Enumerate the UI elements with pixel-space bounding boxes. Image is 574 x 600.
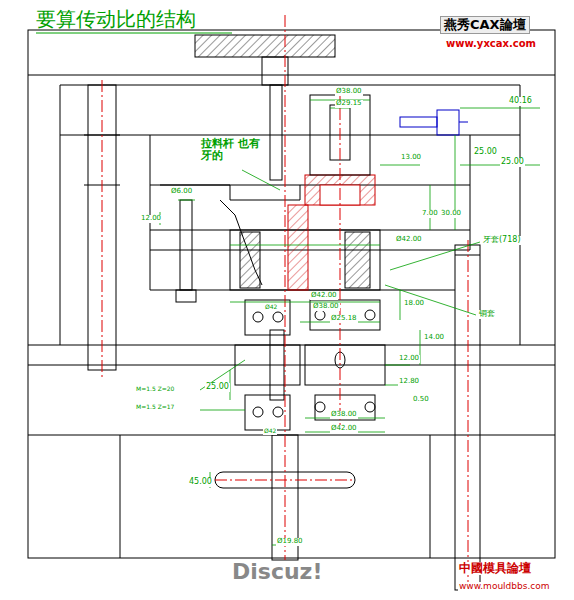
dimension: 18.00	[403, 300, 425, 308]
dimension: Ø29.15	[335, 100, 363, 108]
watermark-url: www.yxcax.com	[445, 38, 537, 49]
watermark: 中國模具論壇	[458, 562, 532, 575]
dimension: 12.00	[140, 215, 162, 223]
dimension: Ø42	[263, 428, 277, 435]
dimension: Ø25.18	[330, 315, 358, 323]
part-name: 铜套	[478, 310, 496, 319]
dimension: 45.00	[188, 478, 213, 487]
dimension: 25.00	[473, 148, 498, 157]
dimension: Ø42.00	[330, 425, 358, 433]
dimension: 13.00	[400, 154, 422, 162]
dimension: Ø42.00	[395, 236, 423, 244]
dimension: 25.00	[500, 158, 525, 167]
dimension: 30.00	[440, 210, 462, 218]
drawing-title: 要算传动比的结构	[36, 8, 196, 30]
dimension: 14.00	[423, 334, 445, 342]
callout-note: 拉料杆 也有牙的	[200, 138, 264, 162]
dimension: Ø6.00	[170, 188, 193, 196]
gear-note: M=1.5 Z=17	[135, 404, 175, 411]
dimension: Ø38.00	[335, 88, 363, 96]
gear-note: M=1.5 Z=20	[135, 386, 175, 393]
dimension: 0.50	[412, 396, 430, 404]
dimension: 25.00	[205, 383, 230, 392]
watermark: Discuz!	[232, 560, 322, 584]
dimension: Ø42.00	[310, 292, 338, 300]
dimension: 12.00	[398, 355, 420, 363]
dimension: 40.16	[508, 97, 533, 106]
dimension: Ø42	[264, 304, 278, 311]
dimension: Ø38.00	[312, 303, 340, 311]
watermark-url: www.mouldbbs.com	[458, 582, 551, 592]
dimension: 12.80	[398, 378, 420, 386]
dimension: Ø19.80	[276, 538, 304, 546]
watermark: 燕秀CAX論壇	[440, 16, 530, 34]
dimension: Ø38.00	[330, 411, 358, 419]
dimension: 7.00	[421, 210, 439, 218]
part-name: 牙套(718)	[482, 236, 522, 245]
